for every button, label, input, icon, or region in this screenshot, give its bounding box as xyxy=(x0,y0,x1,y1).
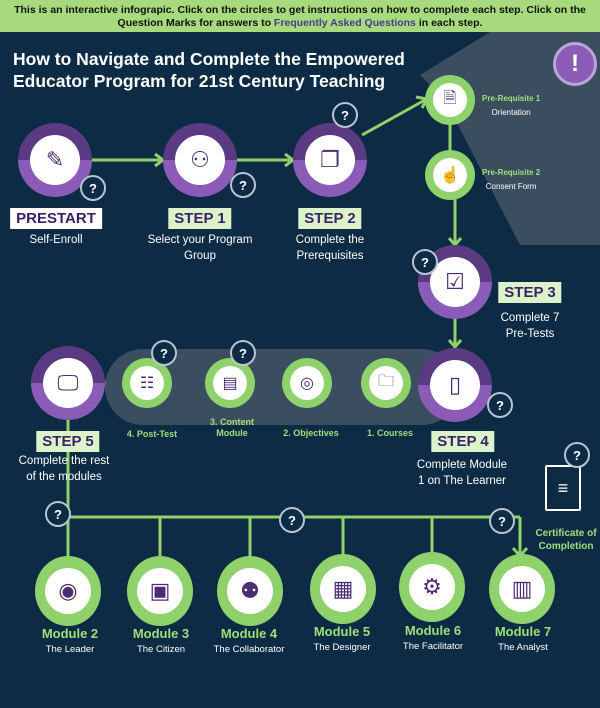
module4-circle[interactable]: ⚉ xyxy=(217,556,283,626)
objectives-circle[interactable]: ◎ xyxy=(282,358,332,408)
prestart-faq-button[interactable]: ? xyxy=(80,175,106,201)
bar-chart-icon: ▥ xyxy=(499,566,545,612)
step5-label: STEP 5 xyxy=(36,431,100,452)
post-test-label: 4. Post-Test xyxy=(126,429,178,439)
module3-circle[interactable]: ▣ xyxy=(127,556,193,626)
step4-label: STEP 4 xyxy=(431,431,495,452)
step1-label: STEP 1 xyxy=(168,208,232,229)
content-module-faq-button[interactable]: ? xyxy=(230,340,256,366)
faq-link[interactable]: Frequently Asked Questions xyxy=(273,17,416,29)
hand-pointer-icon: ☝ xyxy=(433,158,467,192)
step4-circle[interactable]: ▯ xyxy=(418,348,492,422)
modules-faq-button-right[interactable]: ? xyxy=(489,508,515,534)
target-icon: ◎ xyxy=(290,366,324,400)
head-gear-icon: ⚙ xyxy=(409,564,455,610)
step2-faq-button[interactable]: ? xyxy=(332,102,358,128)
arrow-step2-prereq xyxy=(361,98,426,137)
step3-label: STEP 3 xyxy=(498,282,562,303)
module7-circle[interactable]: ▥ xyxy=(489,554,555,624)
people-icon: ⚉ xyxy=(227,568,273,614)
module2-circle[interactable]: ◉ xyxy=(35,556,101,626)
step1-circle[interactable]: ⚇ xyxy=(163,123,237,197)
post-test-circle[interactable]: ☷ xyxy=(122,358,172,408)
certificate-faq-button[interactable]: ? xyxy=(564,442,590,468)
modules-faq-button-left[interactable]: ? xyxy=(45,501,71,527)
courses-label: 1. Courses xyxy=(366,428,414,438)
objectives-label: 2. Objectives xyxy=(283,428,339,438)
step2-label: STEP 2 xyxy=(298,208,362,229)
prereq1-circle[interactable]: 🗎 xyxy=(425,75,475,125)
step5-circle[interactable]: 🖵 xyxy=(31,346,105,420)
monitor-icon: 🖵 xyxy=(43,358,93,408)
group-icon: ⚇ xyxy=(175,135,225,185)
prestart-desc: Self-Enroll xyxy=(29,234,83,246)
step2-circle[interactable]: ❐ xyxy=(293,123,367,197)
certificate-icon[interactable]: ≡ xyxy=(545,465,581,511)
content-window-icon: ▤ xyxy=(213,366,247,400)
folder-icon: 🗀 xyxy=(369,366,403,400)
prestart-label: PRESTART xyxy=(10,208,102,229)
id-card-icon: ▣ xyxy=(137,568,183,614)
document-search-icon: 🗎 xyxy=(433,83,467,117)
step1-faq-button[interactable]: ? xyxy=(230,172,256,198)
checklist-icon: ☑ xyxy=(430,257,480,307)
step3-faq-button[interactable]: ? xyxy=(412,249,438,275)
documents-icon: ❐ xyxy=(305,135,355,185)
instructions-banner: This is an interactive infograpic. Click… xyxy=(0,0,600,32)
pencil-icon: ✎ xyxy=(30,135,80,185)
courses-circle[interactable]: 🗀 xyxy=(361,358,411,408)
prereq2-circle[interactable]: ☝ xyxy=(425,150,475,200)
post-test-faq-button[interactable]: ? xyxy=(151,340,177,366)
modules-faq-button-middle[interactable]: ? xyxy=(279,507,305,533)
alert-button[interactable]: ! xyxy=(553,42,597,86)
page-title: How to Navigate and Complete the Empower… xyxy=(13,49,405,91)
test-sheet-icon: ☷ xyxy=(130,366,164,400)
module5-circle[interactable]: ▦ xyxy=(310,554,376,624)
presentation-icon: ▦ xyxy=(320,566,366,612)
step4-faq-button[interactable]: ? xyxy=(487,392,513,418)
leader-icon: ◉ xyxy=(45,568,91,614)
prestart-circle[interactable]: ✎ xyxy=(18,123,92,197)
content-module-circle[interactable]: ▤ xyxy=(205,358,255,408)
module6-circle[interactable]: ⚙ xyxy=(399,552,465,622)
book-icon: ▯ xyxy=(430,360,480,410)
